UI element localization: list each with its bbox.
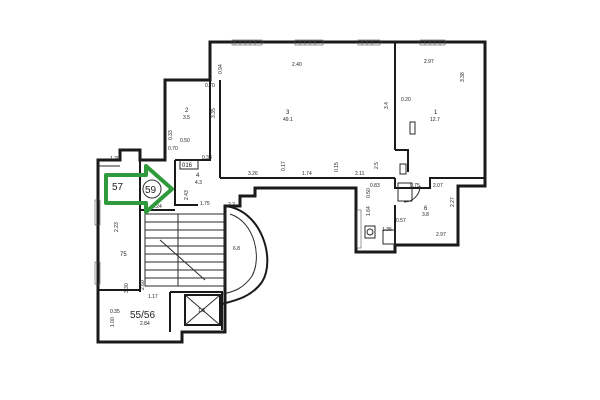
dim-0-35: 0.35 — [110, 309, 120, 315]
dim-low-2-97: 2.97 — [436, 232, 446, 238]
lift-shaft — [184, 294, 221, 326]
room-4-area: 4.3 — [195, 180, 202, 186]
dim-left-0-70: 0.70 — [205, 83, 215, 89]
dim-0-20: 0.20 — [401, 97, 411, 103]
dim-0-15: 0.15 — [334, 162, 340, 172]
room-3-number: 3 — [286, 110, 290, 116]
lift-label: 1.3 — [198, 308, 205, 314]
dim-2-11: 2.11 — [355, 171, 365, 177]
dim-top-2-97: 2.97 — [424, 59, 434, 65]
green-arrow-icon — [104, 164, 174, 214]
room-4-number: 4 — [196, 173, 200, 179]
dim-1-00: 1.00 — [110, 317, 116, 327]
dim-3-4: 3.4 — [384, 102, 390, 109]
dim-0-33b: 0.33 — [202, 155, 212, 161]
dim-1-24: 1.24 — [152, 204, 162, 210]
dim-2-23: 2.23 — [114, 222, 120, 232]
room-57-label: 57 — [112, 182, 124, 193]
room-2-area: 3.5 — [183, 115, 190, 121]
dim-top-2-40: 2.40 — [292, 62, 302, 68]
dim-2-2: 2.2 — [228, 202, 235, 208]
room-2-number: 2 — [185, 108, 189, 114]
dim-0-17: 0.17 — [281, 161, 287, 171]
dim-1-75: 1.75 — [200, 201, 210, 207]
dim-stair-b: 1.17 — [148, 294, 158, 300]
dim-1-64: 1.64 — [366, 206, 372, 216]
dim-0-75: 0.75 — [410, 183, 420, 189]
room-6-area: 3.8 — [422, 212, 429, 218]
dim-3-35: 3.35 — [211, 108, 217, 118]
dim-1-20: 1.20 — [110, 156, 120, 162]
dim-1-35: 1.35 — [382, 227, 392, 233]
room-3-area: 49.1 — [283, 117, 293, 123]
dim-1-74: 1.74 — [302, 171, 312, 177]
dim-0-57: 0.57 — [396, 218, 406, 224]
dim-0-83: 0.83 — [370, 183, 380, 189]
staircase — [144, 205, 269, 305]
dim-0-50: 0.50 — [180, 138, 190, 144]
room-55-56-label: 55/56 — [130, 310, 155, 321]
dim-2-84: 2.84 — [140, 321, 150, 327]
dim-2-27: 2.27 — [450, 197, 456, 207]
tag-016: 016 — [182, 163, 193, 169]
fixtures — [98, 121, 421, 245]
room-75-label: 75 — [120, 252, 127, 258]
dim-left-0-94: 0.94 — [218, 64, 224, 74]
dim-2-5: 2.5 — [374, 162, 380, 169]
dim-3-26: 3.26 — [248, 171, 258, 177]
room-1-number: 1 — [434, 110, 438, 116]
room-59-label: 59 — [145, 185, 157, 196]
dim-low-0-50: 0.50 — [366, 188, 372, 198]
dim-2-07: 2.07 — [433, 183, 443, 189]
dim-3-38: 3.38 — [460, 72, 466, 82]
windows — [94, 39, 446, 285]
room-59-marker — [142, 179, 162, 199]
dim-0-70: 0.70 — [168, 146, 178, 152]
dim-stair-a: 2.60 — [140, 280, 146, 290]
dim-3-30: 3.30 — [124, 283, 130, 293]
room-6-number: 6 — [424, 206, 428, 212]
room-1-area: 12.7 — [430, 117, 440, 123]
dim-0-33a: 0.33 — [168, 130, 174, 140]
dim-6-8: 6.8 — [233, 246, 240, 252]
interior-walls — [98, 42, 485, 332]
dim-2-43: 2.43 — [184, 190, 190, 200]
